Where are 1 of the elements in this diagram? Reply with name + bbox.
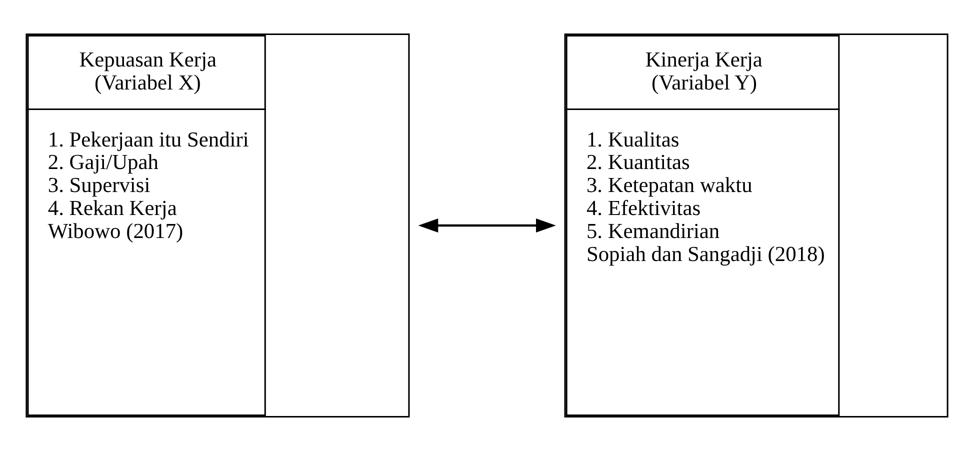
arrow bbox=[418, 218, 556, 232]
